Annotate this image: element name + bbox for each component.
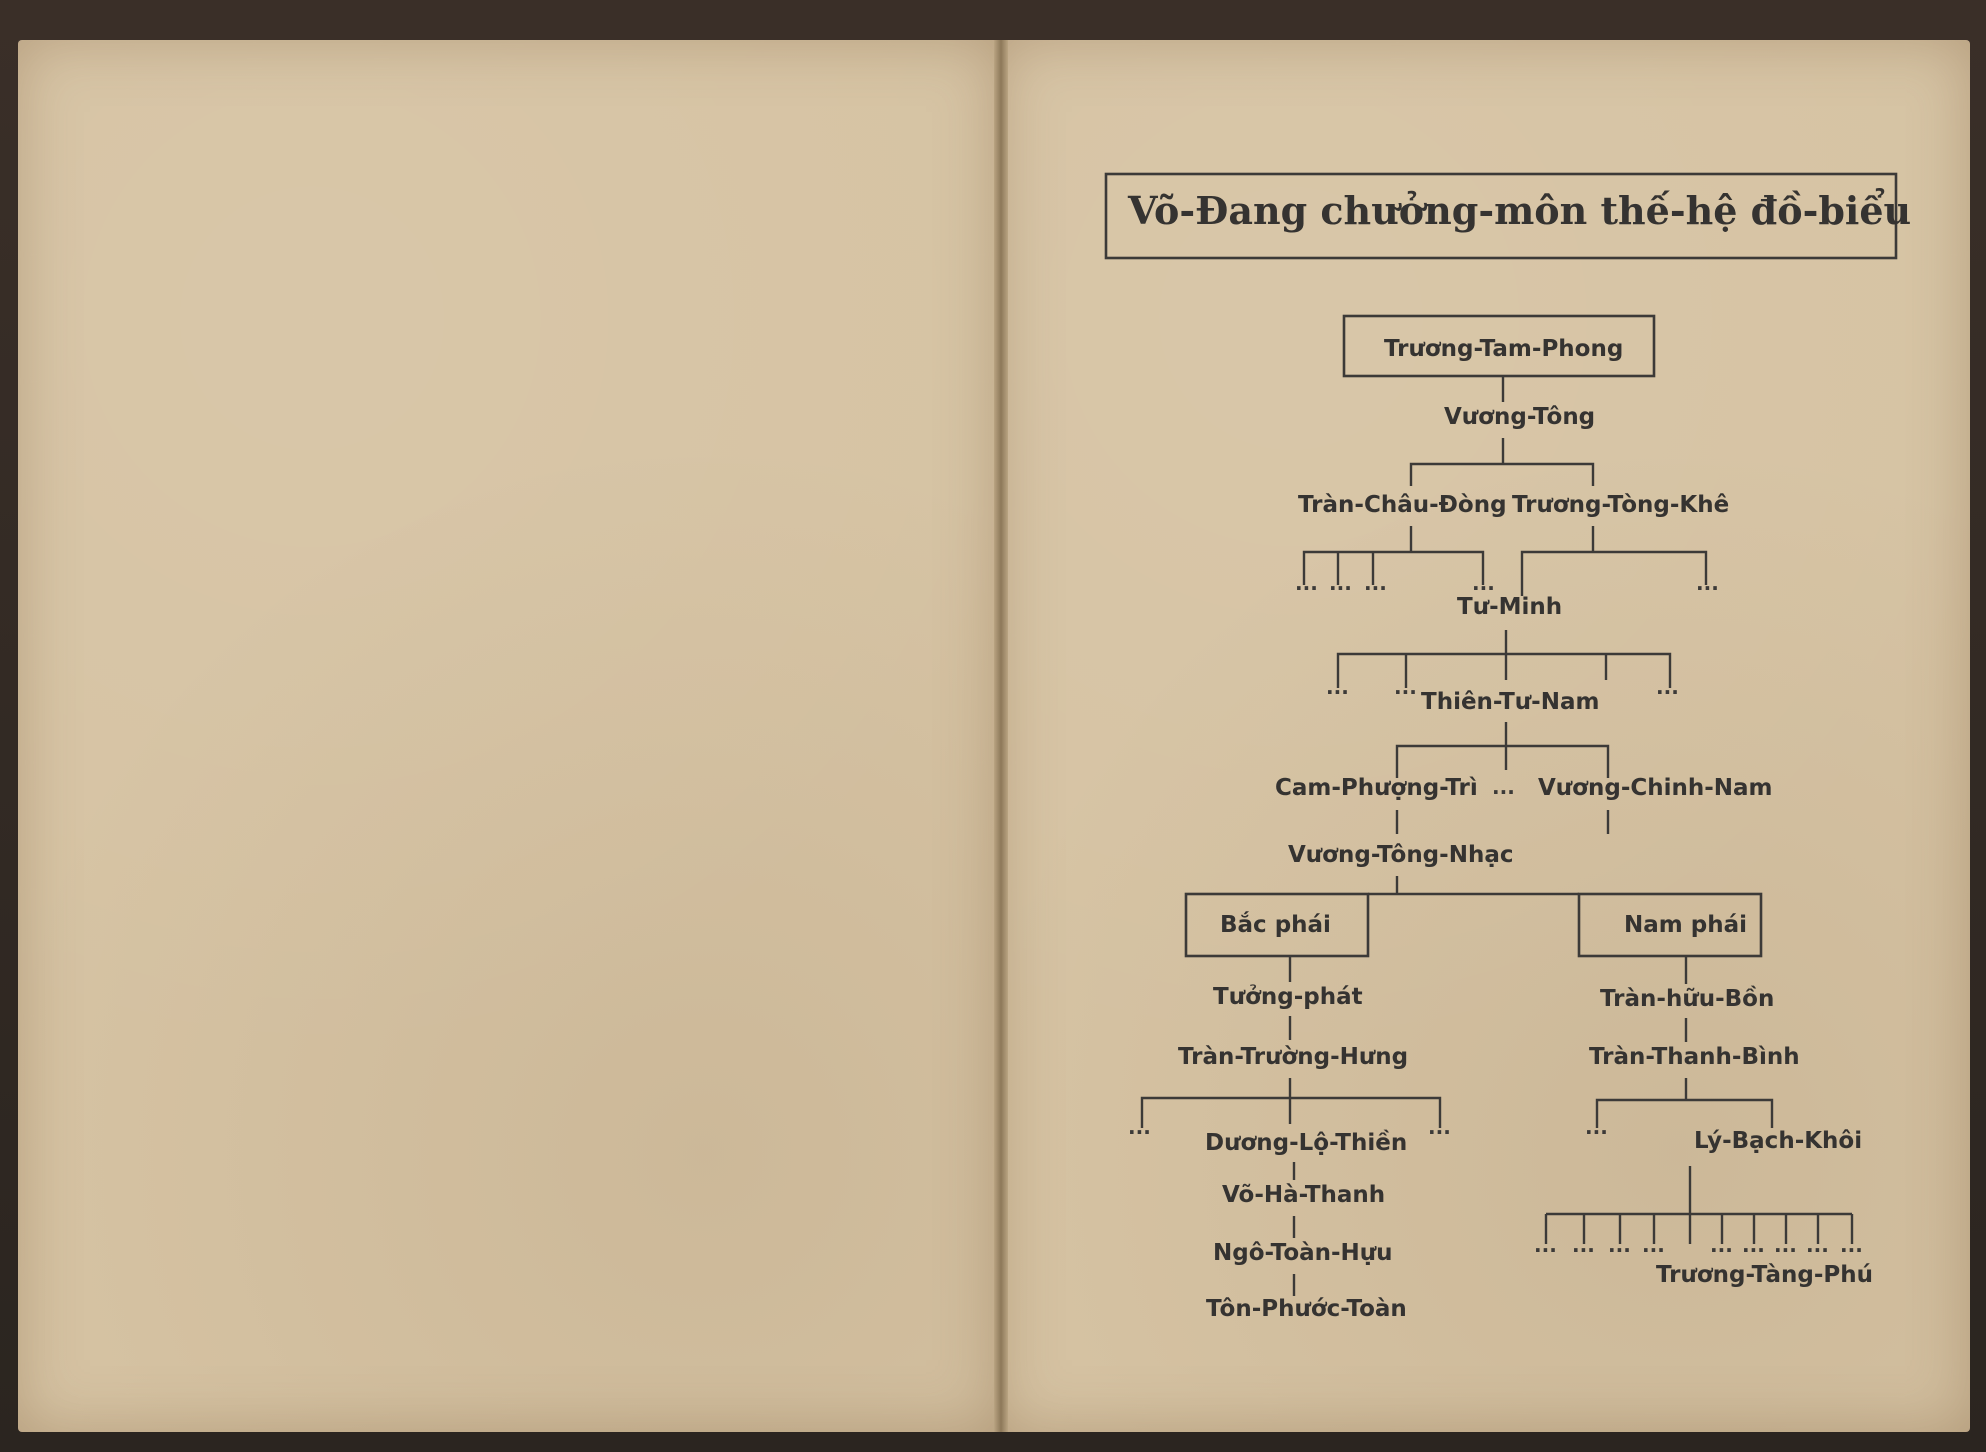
ellipsis: ... xyxy=(1840,1233,1863,1257)
node-ly-bach-khoi: Lý-Bạch-Khôi xyxy=(1694,1128,1862,1154)
ellipsis: ... xyxy=(1572,1233,1595,1257)
node-vo-ha-thanh: Võ-Hà-Thanh xyxy=(1222,1182,1385,1208)
ellipsis: ... xyxy=(1608,1233,1631,1257)
node-tuong-phat: Tưởng-phát xyxy=(1213,984,1363,1010)
ellipsis: ... xyxy=(1394,675,1417,699)
ellipsis: ... xyxy=(1642,1233,1665,1257)
connector xyxy=(1395,744,1610,778)
diagram-title: Võ-Đang chưởng-môn thế-hệ đồ-biểu xyxy=(1127,188,1911,233)
node-tran-truong-hung: Tràn-Trường-Hưng xyxy=(1178,1044,1408,1070)
node-nam-phai: Nam phái xyxy=(1624,912,1747,938)
ellipsis: ... xyxy=(1806,1233,1829,1257)
ellipsis: ... xyxy=(1329,571,1352,595)
node-vuong-tong-nhac: Vương-Tông-Nhạc xyxy=(1288,842,1513,868)
node-cam-phuong-tri: Cam-Phượng-Trì xyxy=(1275,775,1478,801)
ellipsis: ... xyxy=(1326,675,1349,699)
node-truong-tong-khe: Trương-Tòng-Khê xyxy=(1512,492,1729,518)
node-ngo-toan-huu: Ngô-Toàn-Hựu xyxy=(1213,1240,1393,1266)
node-truong-tam-phong: Trương-Tam-Phong xyxy=(1384,336,1623,362)
ellipsis: ... xyxy=(1710,1233,1733,1257)
connector xyxy=(1302,550,1485,585)
node-tran-chau-dong: Tràn-Châu-Đòng xyxy=(1298,492,1507,518)
ellipsis: ... xyxy=(1364,571,1387,595)
ellipsis: ... xyxy=(1428,1115,1451,1139)
ellipsis: ... xyxy=(1492,775,1515,799)
nam-phai-box xyxy=(1577,892,1763,958)
connector xyxy=(1409,462,1595,486)
node-vuong-chinh-nam: Vương-Chinh-Nam xyxy=(1538,775,1773,801)
node-tran-huu-bon: Tràn-hữu-Bồn xyxy=(1600,985,1774,1012)
node-truong-tang-phu: Trương-Tàng-Phú xyxy=(1656,1262,1873,1288)
bac-phai-box xyxy=(1184,892,1370,958)
root-node-box xyxy=(1342,314,1656,378)
book-spine xyxy=(994,40,1008,1432)
connector xyxy=(1336,652,1672,688)
ellipsis: ... xyxy=(1585,1115,1608,1139)
node-duong-lo-thien: Dương-Lộ-Thiền xyxy=(1205,1129,1407,1156)
node-ton-phuoc-toan: Tôn-Phước-Toàn xyxy=(1206,1296,1407,1322)
ellipsis: ... xyxy=(1295,571,1318,595)
ellipsis: ... xyxy=(1774,1233,1797,1257)
node-tran-thanh-binh: Tràn-Thanh-Bình xyxy=(1589,1044,1800,1070)
ellipsis: ... xyxy=(1742,1233,1765,1257)
ellipsis: ... xyxy=(1128,1115,1151,1139)
node-vuong-tong: Vương-Tông xyxy=(1444,404,1595,430)
node-tu-minh: Tư-Minh xyxy=(1457,594,1562,620)
node-thien-tu-nam: Thiên-Tư-Nam xyxy=(1421,689,1599,715)
ellipsis: ... xyxy=(1656,675,1679,699)
ellipsis: ... xyxy=(1696,571,1719,595)
connector xyxy=(1520,550,1708,585)
node-bac-phai: Bắc phái xyxy=(1220,911,1331,938)
ellipsis: ... xyxy=(1472,571,1495,595)
connector xyxy=(1595,1098,1774,1128)
title-box xyxy=(1104,172,1898,260)
ellipsis: ... xyxy=(1534,1233,1557,1257)
ly-bach-khoi-children: ........................... xyxy=(1534,1214,1863,1257)
